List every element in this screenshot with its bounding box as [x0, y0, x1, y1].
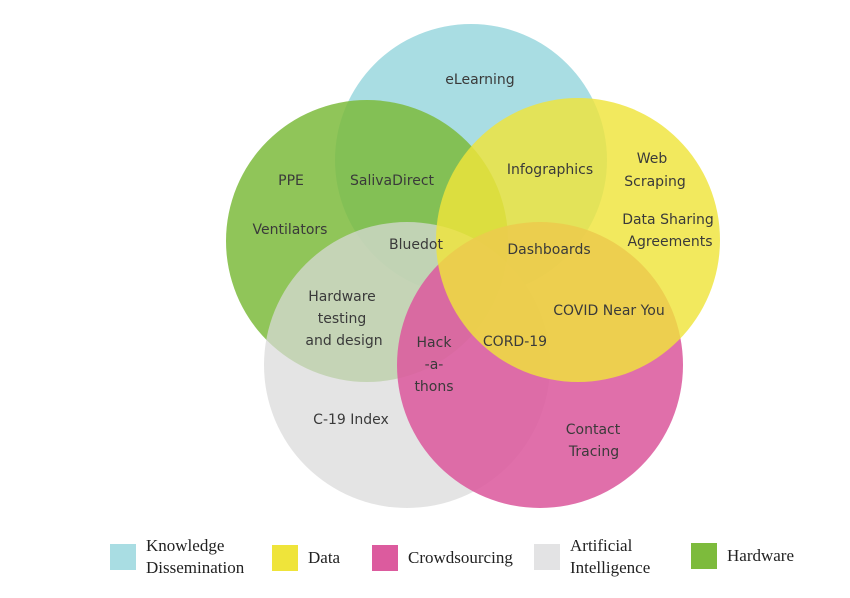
legend-swatch	[372, 545, 398, 571]
legend-label: Data	[308, 548, 341, 567]
legend-swatch	[691, 543, 717, 569]
label-dashboards: Dashboards	[507, 242, 590, 258]
label-covid-near-you: COVID Near You	[553, 303, 665, 319]
label-c19-index: C-19 Index	[313, 412, 389, 428]
label-hackathons-2: -a-	[425, 357, 444, 373]
label-hardware-testing-3: and design	[305, 333, 382, 349]
label-hackathons-3: thons	[414, 379, 453, 395]
circle-data	[436, 98, 720, 382]
label-elearning: eLearning	[445, 72, 514, 88]
legend-swatch	[272, 545, 298, 571]
label-salivadirect: SalivaDirect	[350, 173, 435, 189]
legend-swatch	[534, 544, 560, 570]
label-data-sharing-1: Data Sharing	[622, 212, 714, 228]
label-cord-19: CORD-19	[483, 334, 547, 350]
label-infographics: Infographics	[507, 162, 593, 178]
legend-label: Crowdsourcing	[408, 548, 513, 567]
label-hackathons-1: Hack	[417, 335, 453, 351]
label-ppe: PPE	[278, 173, 304, 189]
label-contact-tracing-1: Contact	[566, 422, 621, 438]
legend-swatch	[110, 544, 136, 570]
legend-label: Artificial	[570, 536, 633, 555]
label-data-sharing-2: Agreements	[627, 234, 712, 250]
legend-item-hardware: Hardware	[691, 543, 794, 569]
legend-label: Intelligence	[570, 558, 651, 577]
legend-label: Hardware	[727, 546, 795, 565]
label-bluedot: Bluedot	[389, 237, 443, 253]
legend-label: Dissemination	[146, 558, 245, 577]
legend-label: Knowledge	[146, 536, 225, 555]
label-hardware-testing-1: Hardware	[308, 289, 376, 305]
label-web-scraping-1: Web	[637, 151, 668, 167]
legend-item-crowdsourcing: Crowdsourcing	[372, 545, 513, 571]
label-hardware-testing-2: testing	[318, 311, 367, 327]
label-contact-tracing-2: Tracing	[568, 444, 619, 460]
label-web-scraping-2: Scraping	[624, 174, 685, 190]
legend-item-data: Data	[272, 545, 340, 571]
label-ventilators: Ventilators	[253, 222, 328, 238]
